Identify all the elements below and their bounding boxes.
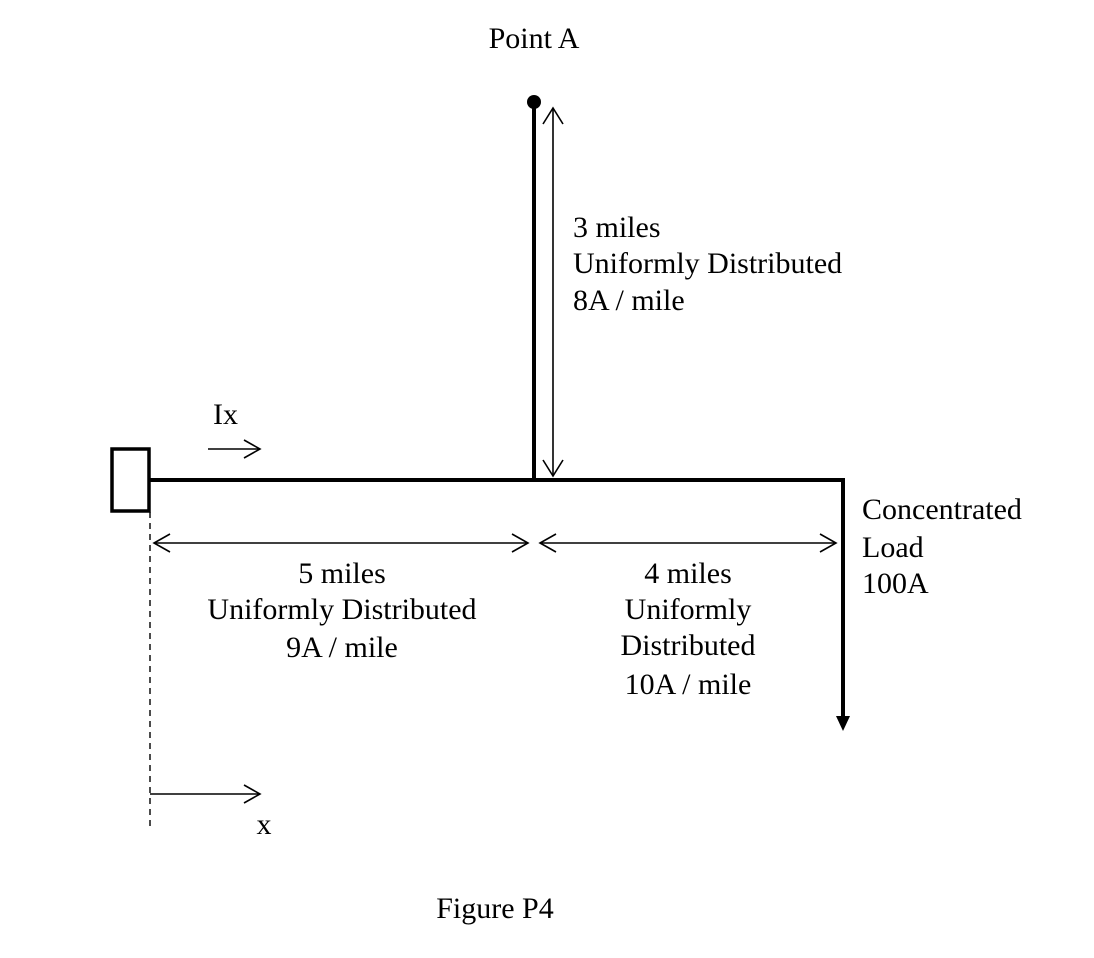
segment-2-rate-label: 10A / mile <box>625 668 752 701</box>
concentrated-load-value: 100A <box>862 567 929 600</box>
concentrated-load-line2: Load <box>862 531 924 564</box>
segment-1-rate-label: 9A / mile <box>286 631 398 664</box>
x-axis-label: x <box>257 808 272 841</box>
segment-2-length-label: 4 miles <box>644 557 732 590</box>
current-ix-arrow <box>208 439 262 459</box>
concentrated-load-line1: Concentrated <box>862 493 1022 526</box>
vertical-distribution-label: Uniformly Distributed <box>573 247 842 280</box>
segment-1-distribution-label: Uniformly Distributed <box>207 593 476 626</box>
figure-caption: Figure P4 <box>436 892 554 925</box>
source-box <box>110 447 151 513</box>
vertical-rate-label: 8A / mile <box>573 284 685 317</box>
vertical-length-label: 3 miles <box>573 211 661 244</box>
point-a-label: Point A <box>489 22 580 55</box>
segment-2-dimension-arrow <box>538 533 838 553</box>
x-axis-arrow <box>150 784 262 804</box>
segment-1-length-label: 5 miles <box>298 557 386 590</box>
vertical-dimension-arrow <box>542 106 564 478</box>
segment-2-distribution-line1: Uniformly <box>625 593 752 626</box>
segment-1-dimension-arrow <box>152 533 530 553</box>
segment-2-distribution-line2: Distributed <box>621 629 756 662</box>
concentrated-load-arrowhead <box>836 716 850 731</box>
current-ix-label: Ix <box>213 398 238 431</box>
